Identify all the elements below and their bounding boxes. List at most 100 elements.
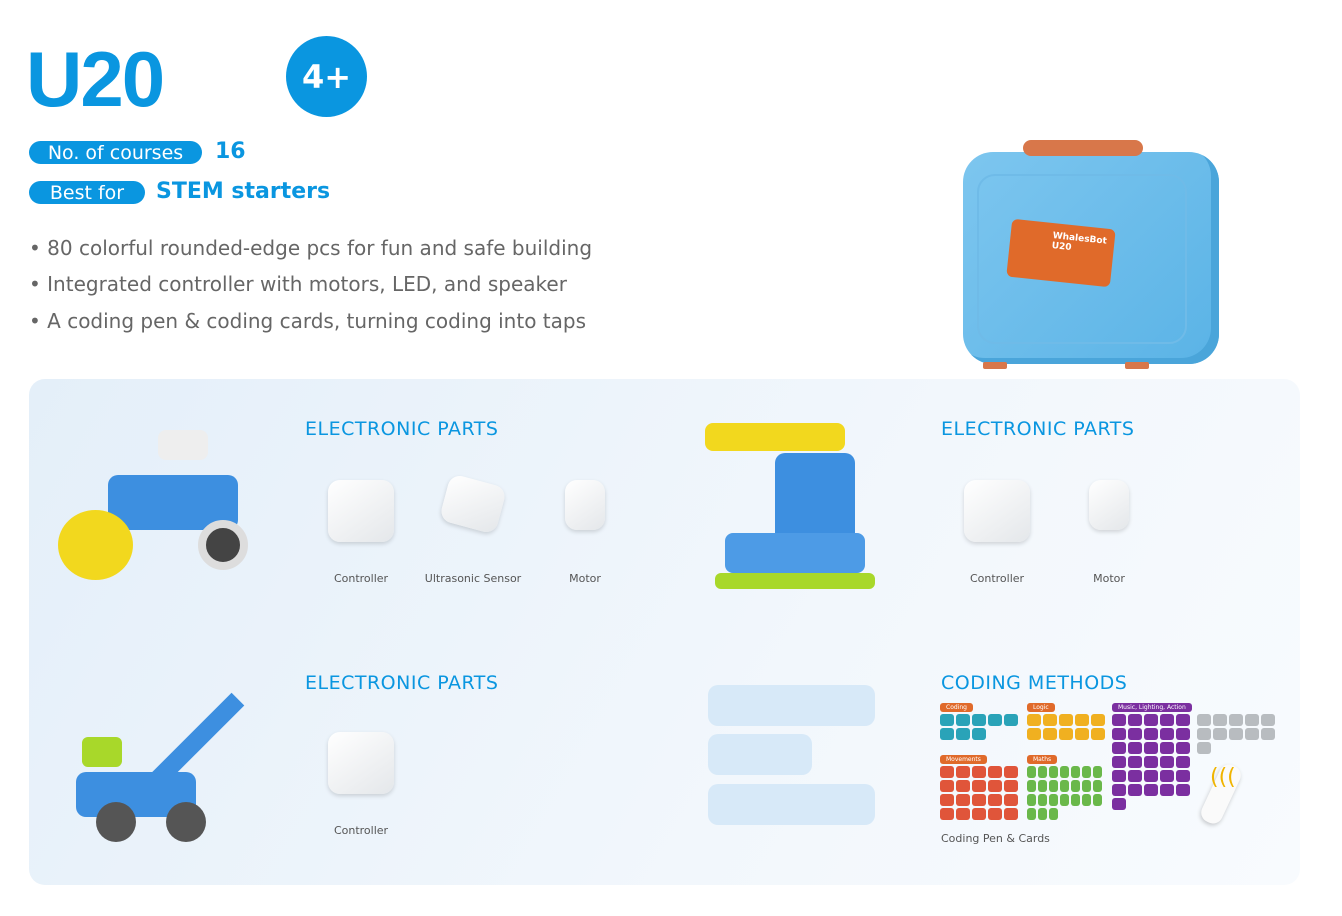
coding-card <box>1027 728 1041 740</box>
part-caption: Ultrasonic Sensor <box>424 572 522 585</box>
coding-card <box>1059 728 1073 740</box>
coding-card <box>1144 784 1158 796</box>
placeholder-block <box>708 784 875 825</box>
coding-card <box>1093 794 1102 806</box>
best-for-value: STEM starters <box>156 179 331 204</box>
coding-card <box>1060 794 1069 806</box>
card-group-label: Coding <box>940 703 973 712</box>
coding-card <box>988 808 1002 820</box>
coding-card <box>956 728 970 740</box>
card-group-label: Music, Lighting, Action <box>1112 703 1192 712</box>
coding-card <box>1160 770 1174 782</box>
coding-card <box>956 808 970 820</box>
coding-card <box>1128 770 1142 782</box>
coding-card <box>1004 766 1018 778</box>
coding-card <box>1027 780 1036 792</box>
part-ultrasonic-sensor: Ultrasonic Sensor <box>418 473 528 585</box>
coding-card <box>1112 770 1126 782</box>
coding-card <box>1071 780 1080 792</box>
coding-card <box>1027 794 1036 806</box>
card-group-label: Maths <box>1027 755 1058 764</box>
coding-card <box>1049 766 1058 778</box>
coding-card <box>1144 728 1158 740</box>
coding-card <box>1213 714 1227 726</box>
coding-card <box>1004 714 1018 726</box>
coding-card <box>956 714 970 726</box>
motor-image <box>1089 480 1129 530</box>
coding-card <box>1176 756 1190 768</box>
coding-card <box>940 808 954 820</box>
part-motor: Motor <box>530 480 640 585</box>
coding-card <box>1049 780 1058 792</box>
part-caption: Motor <box>1093 572 1125 585</box>
coding-caption: Coding Pen & Cards <box>941 832 1050 845</box>
coding-card <box>1112 756 1126 768</box>
coding-card <box>1160 714 1174 726</box>
coding-card <box>1038 780 1047 792</box>
coding-card <box>1004 808 1018 820</box>
part-caption: Controller <box>969 572 1025 585</box>
coding-card <box>940 794 954 806</box>
coding-card <box>1128 742 1142 754</box>
coding-card <box>1176 714 1190 726</box>
feature-item: • Integrated controller with motors, LED… <box>29 272 567 296</box>
coding-card <box>1144 714 1158 726</box>
coding-card <box>1144 770 1158 782</box>
coding-card <box>1128 728 1142 740</box>
coding-card <box>940 728 954 740</box>
product-case-image: WhalesBot U20 <box>963 140 1219 369</box>
coding-card <box>1038 808 1047 820</box>
coding-cards-image: Coding Logic Music, Lighting, Action Mov… <box>940 703 1285 828</box>
coding-card <box>972 808 986 820</box>
controller-image <box>328 732 394 794</box>
coding-card <box>1229 728 1243 740</box>
feature-item: • A coding pen & coding cards, turning c… <box>29 309 587 333</box>
coding-card <box>1075 728 1089 740</box>
coding-card <box>1112 728 1126 740</box>
section-title: ELECTRONIC PARTS <box>941 418 1135 440</box>
coding-card <box>1049 794 1058 806</box>
coding-card <box>972 728 986 740</box>
coding-card <box>988 780 1002 792</box>
robot-3-image <box>56 672 252 844</box>
coding-card <box>988 794 1002 806</box>
coding-card <box>1261 728 1275 740</box>
card-group-label: Movements <box>940 755 987 764</box>
coding-card <box>1004 794 1018 806</box>
coding-card <box>1093 766 1102 778</box>
coding-card <box>972 714 986 726</box>
coding-card <box>940 780 954 792</box>
coding-card <box>1038 794 1047 806</box>
coding-card <box>1075 714 1089 726</box>
courses-value: 16 <box>215 139 246 164</box>
placeholder-block <box>708 685 875 726</box>
coding-card <box>1176 728 1190 740</box>
controller-image <box>328 480 394 542</box>
placeholder-block <box>708 734 812 775</box>
coding-card <box>1245 728 1259 740</box>
coding-card <box>1144 742 1158 754</box>
part-controller: Controller <box>942 480 1052 585</box>
coding-card <box>1093 780 1102 792</box>
coding-card <box>1112 714 1126 726</box>
age-badge: 4+ <box>286 36 367 117</box>
coding-card <box>940 766 954 778</box>
coding-card <box>1082 766 1091 778</box>
coding-card <box>1197 714 1211 726</box>
coding-card <box>1112 742 1126 754</box>
coding-card <box>1027 766 1036 778</box>
coding-card <box>1176 742 1190 754</box>
part-caption: Motor <box>569 572 601 585</box>
coding-card <box>1004 780 1018 792</box>
coding-card <box>1128 784 1142 796</box>
coding-card <box>1128 714 1142 726</box>
section-title: ELECTRONIC PARTS <box>305 672 499 694</box>
coding-card <box>1071 766 1080 778</box>
coding-card <box>1060 780 1069 792</box>
robot-2-image <box>705 413 880 595</box>
part-motor: Motor <box>1054 480 1164 585</box>
coding-card <box>1160 756 1174 768</box>
part-controller: Controller <box>306 480 416 585</box>
coding-card <box>1197 742 1211 754</box>
case-label: WhalesBot U20 <box>1006 218 1116 288</box>
